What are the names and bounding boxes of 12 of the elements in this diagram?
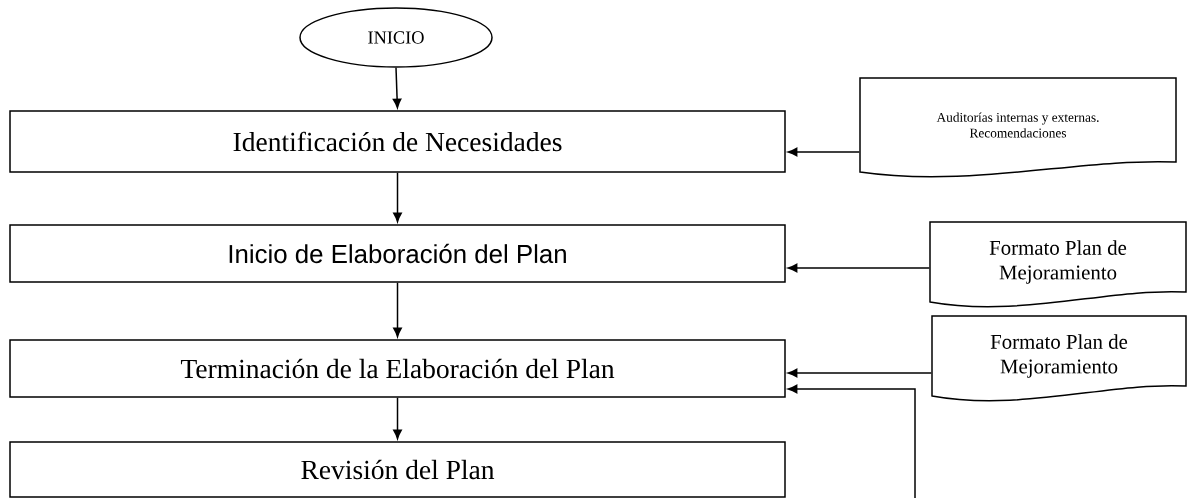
process-box: Revisión del Plan — [9, 441, 786, 498]
arrow — [392, 67, 402, 109]
process-box: Identificación de Necesidades — [9, 110, 786, 173]
arrow — [787, 147, 860, 157]
arrow — [393, 172, 402, 223]
arrow — [393, 282, 402, 338]
process-box: Inicio de Elaboración del Plan — [9, 224, 786, 283]
arrow — [787, 263, 930, 273]
arrow — [787, 384, 916, 498]
arrow — [393, 397, 402, 440]
arrow — [787, 368, 932, 378]
process-box: Terminación de la Elaboración del Plan — [9, 339, 786, 398]
